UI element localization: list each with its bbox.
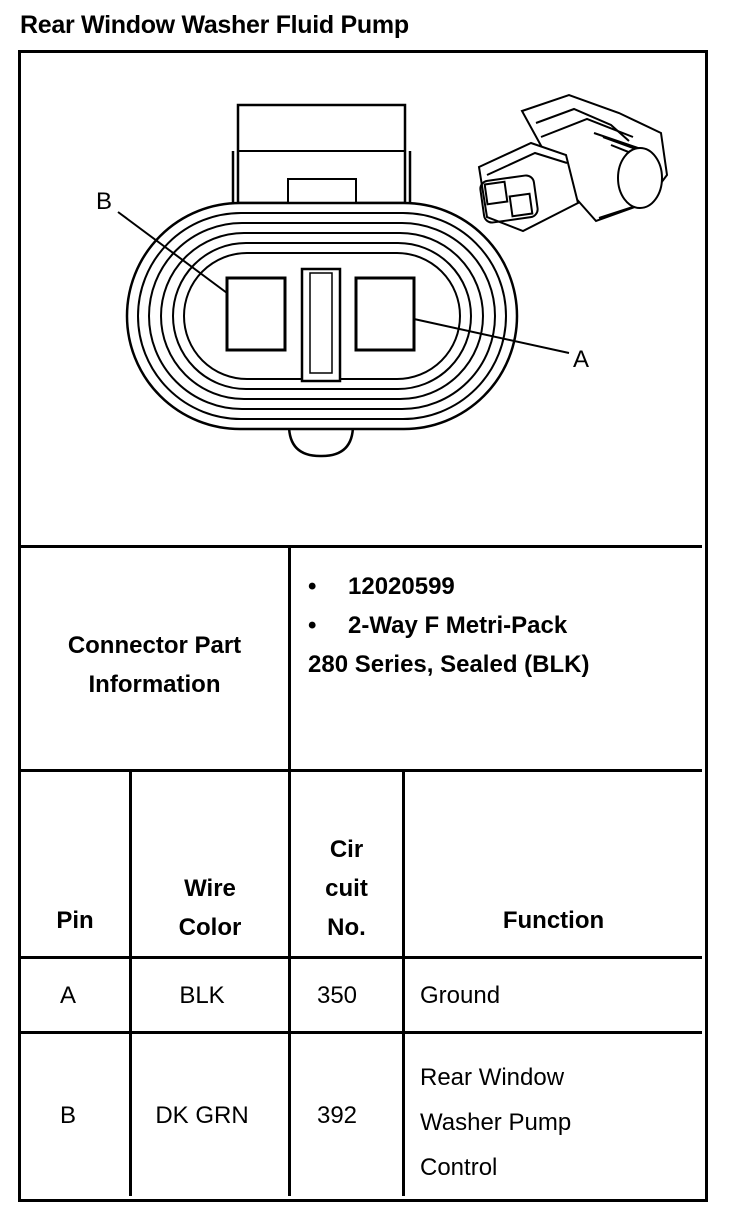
divider xyxy=(21,1031,702,1034)
header-wire-color: Wire Color xyxy=(178,875,242,941)
divider xyxy=(21,545,702,548)
divider xyxy=(402,769,405,1196)
bottom-tab xyxy=(287,424,355,458)
header-pin: Pin xyxy=(56,907,94,934)
row-a-wire-color: BLK xyxy=(179,982,225,1009)
part-number-bullet: •12020599 xyxy=(308,573,455,600)
leader-a xyxy=(413,318,570,354)
connector-info-label: Connector Part Information xyxy=(67,632,242,698)
connector-table-frame xyxy=(18,50,708,1202)
center-key xyxy=(300,267,342,383)
terminal-a xyxy=(354,276,416,352)
row-b-pin: B xyxy=(59,1102,76,1129)
header-function: Function xyxy=(502,907,605,934)
pin-b-callout: B xyxy=(96,188,113,215)
connector-type-bullet: •2-Way F Metri-Pack xyxy=(308,612,568,639)
page-title: Rear Window Washer Fluid Pump xyxy=(20,11,409,39)
row-a-function: Ground xyxy=(420,982,501,1009)
connector-series: 280 Series, Sealed (BLK) xyxy=(308,651,590,678)
row-a-pin: A xyxy=(59,982,76,1009)
connector-diagram xyxy=(117,93,669,458)
row-b-function: Rear Window Washer Pump Control xyxy=(420,1064,572,1181)
leader-b xyxy=(117,211,228,294)
divider xyxy=(129,769,132,1196)
row-b-circuit: 392 xyxy=(316,1102,358,1129)
divider xyxy=(288,545,291,1196)
connector-info-details: •12020599 •2-Way F Metri-Pack 280 Series… xyxy=(308,567,589,684)
row-b-wire-color: DK GRN xyxy=(155,1102,249,1129)
header-circuit-no: Cir cuit No. xyxy=(325,836,368,941)
pin-a-callout: A xyxy=(573,346,590,373)
connector-perspective-view xyxy=(477,93,669,233)
terminal-b xyxy=(225,276,287,352)
divider xyxy=(21,769,702,772)
divider xyxy=(21,956,702,959)
row-a-circuit: 350 xyxy=(316,982,358,1009)
